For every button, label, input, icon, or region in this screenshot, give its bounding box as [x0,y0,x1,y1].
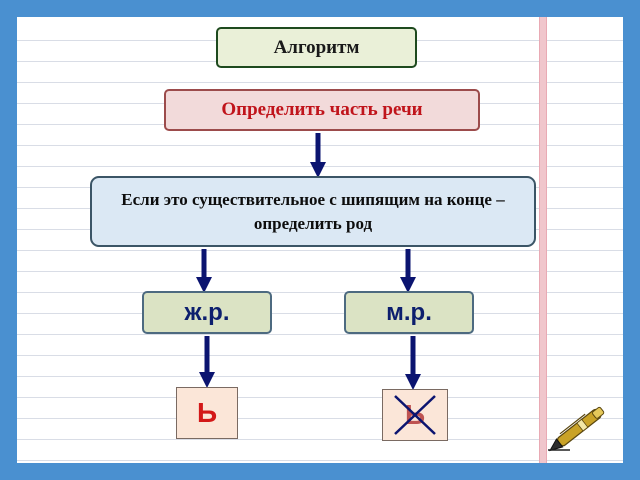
feminine-label: ж.р. [184,298,230,326]
masculine-label: м.р. [386,298,432,326]
masculine-gender-box: м.р. [344,291,474,334]
crossed-soft-sign-result-box: Ь [382,389,448,441]
step-determine-gender: Если это существительное с шипящим на ко… [90,176,536,247]
cross-mark-icon [394,395,436,435]
notebook-margin-line [539,17,547,463]
soft-sign-letter: Ь [196,397,218,428]
algorithm-title-text: Алгоритм [273,36,360,58]
step1-text: Определить часть речи [221,99,423,120]
soft-sign-result-box: Ь [176,387,238,439]
step2-text: Если это существительное с шипящим на ко… [121,189,505,233]
feminine-gender-box: ж.р. [142,291,272,334]
algorithm-title: Алгоритм [216,27,417,68]
pen-icon [548,406,605,452]
step-determine-part-of-speech: Определить часть речи [164,89,480,131]
